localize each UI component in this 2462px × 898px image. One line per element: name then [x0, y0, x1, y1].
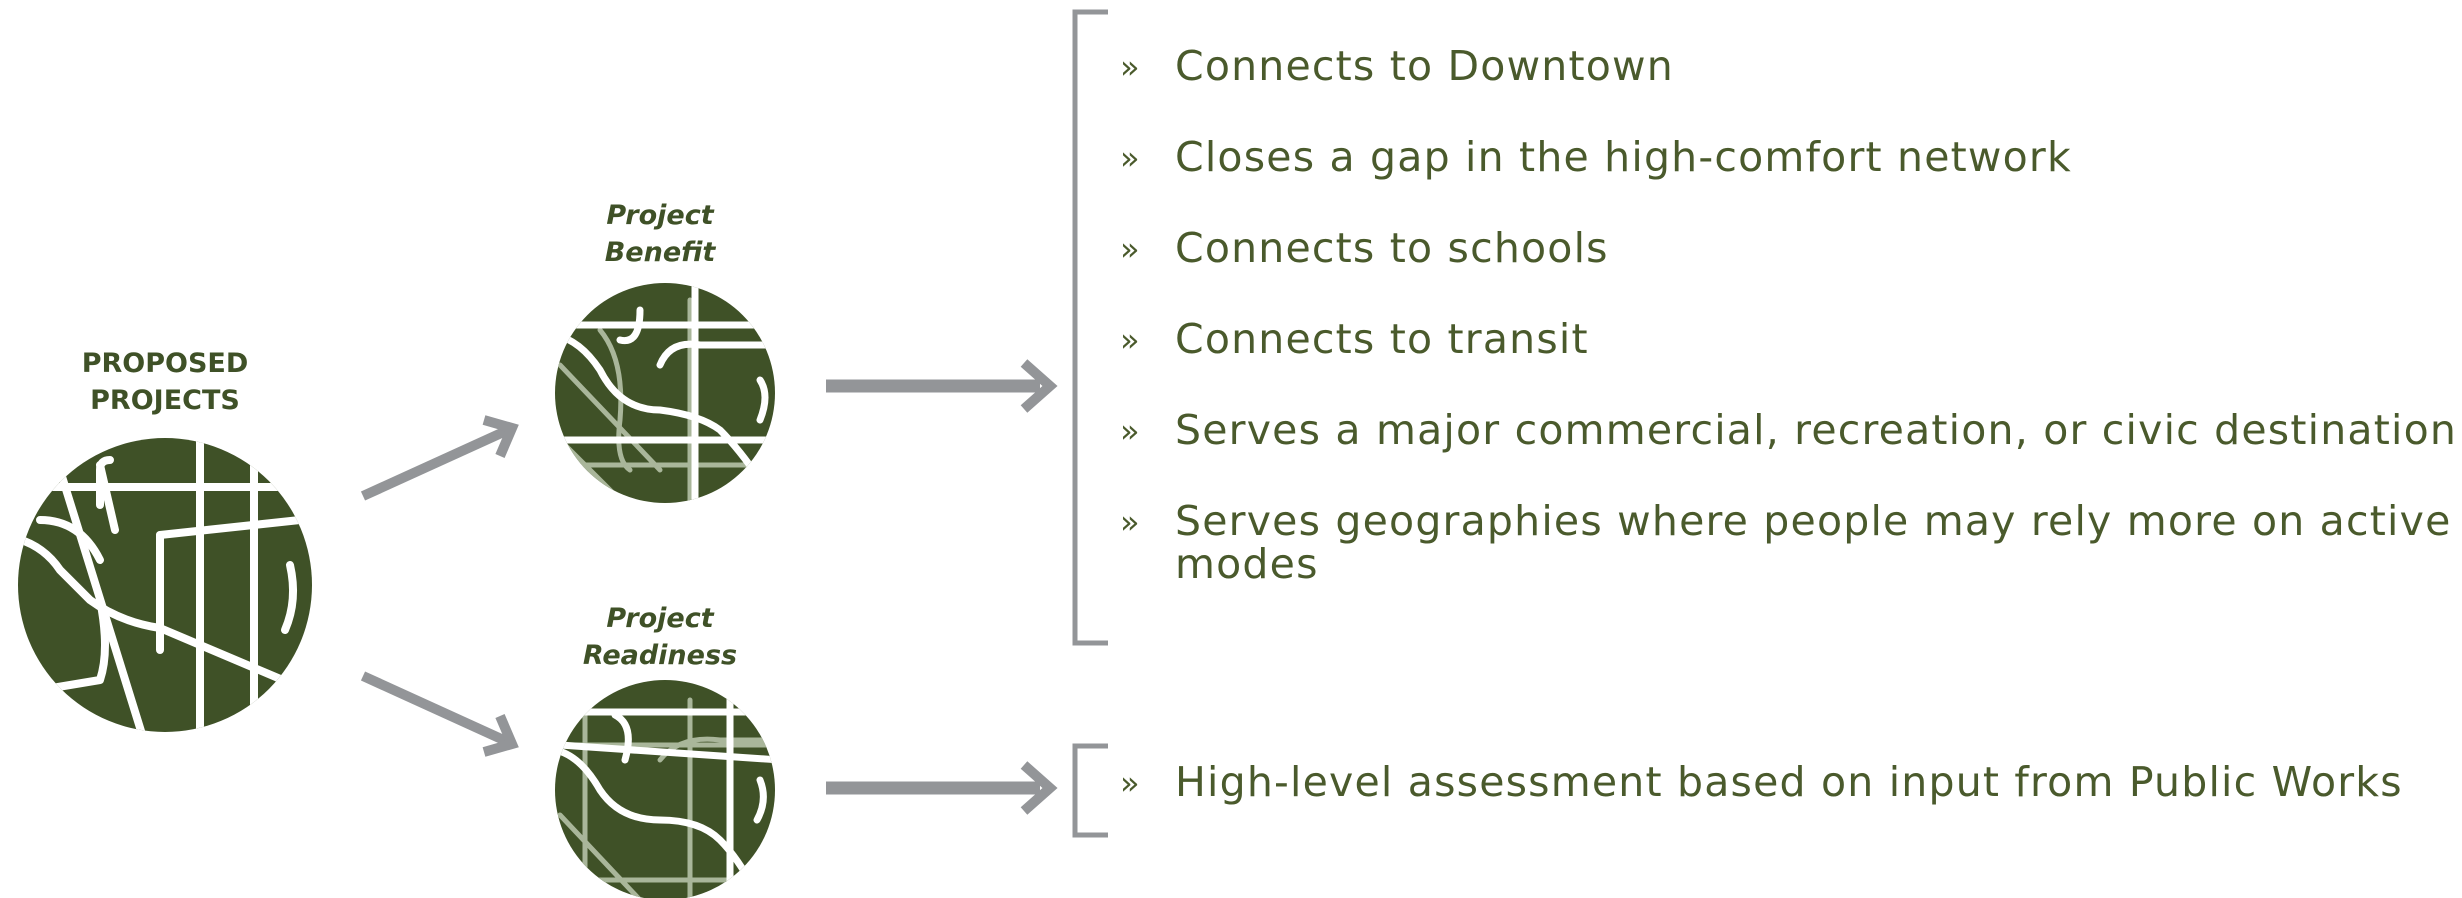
bullet-icon: »: [1120, 48, 1141, 86]
bullet-icon: »: [1120, 321, 1141, 359]
project-readiness-criteria-list: » High-level assessment based on input f…: [1120, 761, 2462, 804]
criteria-text: Serves geographies where people may rely…: [1175, 497, 2452, 588]
proposed-projects-label-line-1: PROPOSED: [81, 348, 249, 379]
criteria-item: » High-level assessment based on input f…: [1120, 761, 2462, 804]
bullet-icon: »: [1120, 412, 1141, 450]
bullet-icon: »: [1120, 503, 1141, 541]
criteria-item: » Serves geographies where people may re…: [1120, 500, 2462, 586]
project-readiness-label-line-1: Project: [606, 603, 714, 634]
criteria-item: » Connects to schools: [1120, 227, 2462, 270]
criteria-text: Closes a gap in the high-comfort network: [1175, 133, 2072, 181]
arrow-root-to-benefit: [360, 415, 519, 501]
criteria-text: Connects to Downtown: [1175, 42, 1674, 90]
proposed-projects-map-icon: [18, 438, 312, 732]
criteria-text: Serves a major commercial, recreation, o…: [1175, 406, 2458, 454]
readiness-criteria-bracket: [1072, 743, 1108, 838]
project-readiness-label: Project Readiness: [550, 600, 770, 674]
project-benefit-criteria-list: » Connects to Downtown » Closes a gap in…: [1120, 45, 2462, 586]
bullet-icon: »: [1120, 230, 1141, 268]
criteria-item: » Serves a major commercial, recreation,…: [1120, 409, 2462, 452]
criteria-text: Connects to transit: [1175, 315, 1589, 363]
proposed-projects-label-line-2: PROJECTS: [90, 385, 240, 416]
project-benefit-label: Project Benefit: [550, 197, 770, 271]
bullet-icon: »: [1120, 139, 1141, 177]
criteria-text: Connects to schools: [1175, 224, 1609, 272]
benefit-criteria-bracket: [1072, 9, 1108, 646]
project-readiness-label-line-2: Readiness: [582, 640, 738, 671]
arrow-root-to-readiness: [360, 671, 519, 757]
bullet-icon: »: [1120, 764, 1141, 802]
project-benefit-map-icon: [555, 283, 775, 503]
criteria-item: » Connects to Downtown: [1120, 45, 2462, 88]
criteria-item: » Closes a gap in the high-comfort netwo…: [1120, 136, 2462, 179]
project-benefit-label-line-2: Benefit: [604, 237, 716, 268]
proposed-projects-label: PROPOSED PROJECTS: [60, 345, 270, 419]
arrow-benefit-to-criteria: [826, 359, 1058, 413]
criteria-item: » Connects to transit: [1120, 318, 2462, 361]
project-readiness-map-icon: [555, 680, 775, 898]
arrow-readiness-to-criteria: [826, 761, 1058, 815]
criteria-text: High-level assessment based on input fro…: [1175, 758, 2403, 806]
project-benefit-label-line-1: Project: [606, 200, 714, 231]
